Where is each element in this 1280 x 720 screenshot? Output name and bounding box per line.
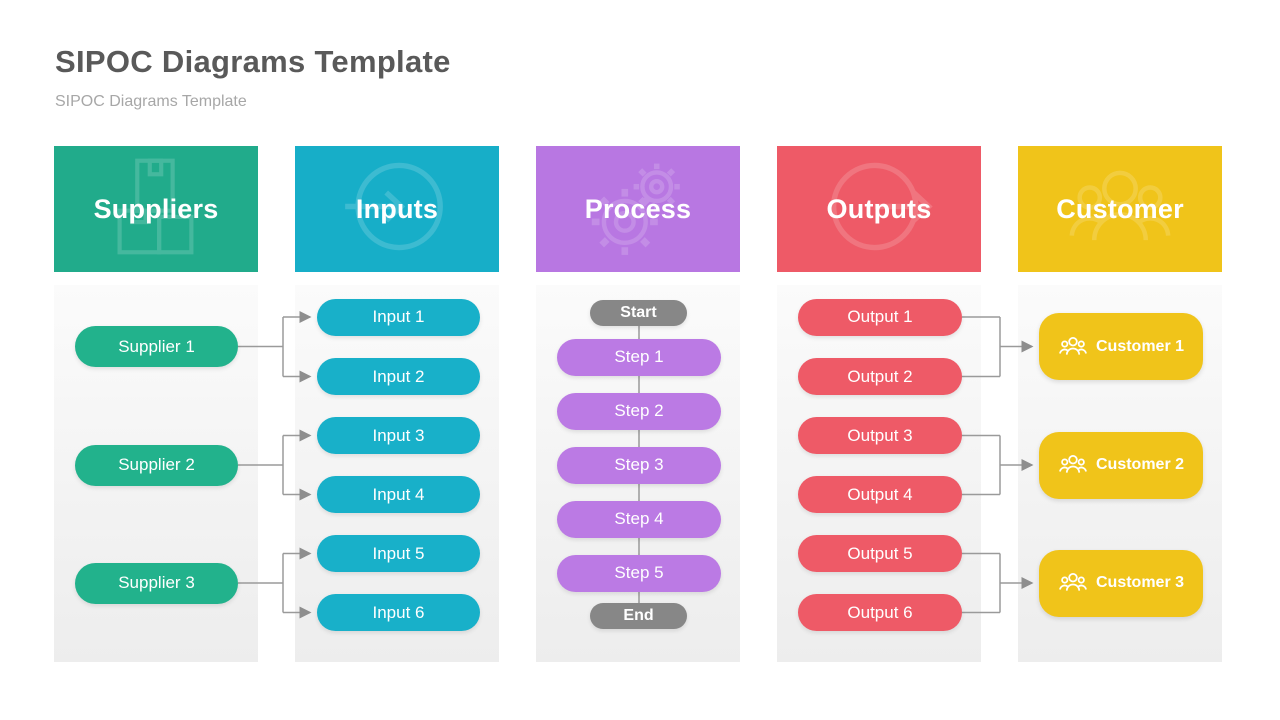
output-pill: Output 1 (798, 298, 962, 336)
header-label: Process (584, 193, 692, 224)
customer-card: Customer 3 (1039, 549, 1203, 617)
people-group-icon (1064, 151, 1176, 268)
customer-label: Customer 2 (1095, 456, 1185, 473)
column-header-outputs: Outputs (777, 146, 981, 272)
step-pill: Step 4 (557, 500, 721, 538)
step-pill: Step 2 (557, 392, 721, 430)
step-pill: Step 1 (557, 338, 721, 376)
input-pill: Input 2 (317, 358, 480, 395)
page-title: SIPOC Diagrams Template (55, 44, 451, 79)
column-header-suppliers: Suppliers (54, 146, 258, 272)
people-group-icon (1059, 336, 1087, 355)
boxes-icon (104, 155, 208, 264)
customer-card: Customer 1 (1039, 313, 1203, 380)
customer-label: Customer 3 (1095, 574, 1185, 591)
supplier-pill: Supplier 3 (75, 562, 238, 604)
page-subtitle: SIPOC Diagrams Template (55, 93, 247, 110)
export-arrow-icon (825, 153, 933, 266)
supplier-pill: Supplier 2 (75, 444, 238, 486)
input-pill: Input 5 (317, 535, 480, 572)
import-arrow-icon (343, 153, 451, 266)
end-pill: End (590, 603, 687, 629)
output-pill: Output 2 (798, 358, 962, 395)
column-header-process: Process (536, 146, 740, 272)
header-label: Suppliers (93, 193, 219, 224)
people-group-icon (1059, 572, 1087, 591)
input-pill: Input 3 (317, 417, 480, 454)
customer-label: Customer 1 (1095, 337, 1185, 355)
column-header-inputs: Inputs (295, 146, 499, 272)
supplier-pill: Supplier 1 (75, 326, 238, 367)
input-pill: Input 4 (317, 476, 480, 513)
output-pill: Output 3 (798, 417, 962, 454)
customer-card: Customer 2 (1039, 431, 1203, 499)
input-pill: Input 6 (317, 594, 480, 631)
people-group-icon (1059, 454, 1087, 473)
input-pill: Input 1 (317, 298, 480, 336)
output-pill: Output 5 (798, 535, 962, 572)
step-pill: Step 3 (557, 446, 721, 484)
gears-icon (583, 152, 693, 267)
header-label: Customer (1056, 193, 1184, 224)
output-pill: Output 6 (798, 594, 962, 631)
output-pill: Output 4 (798, 476, 962, 513)
step-pill: Step 5 (557, 554, 721, 592)
header-label: Outputs (826, 193, 932, 224)
header-label: Inputs (355, 193, 439, 224)
start-pill: Start (590, 300, 687, 326)
column-header-customer: Customer (1018, 146, 1222, 272)
